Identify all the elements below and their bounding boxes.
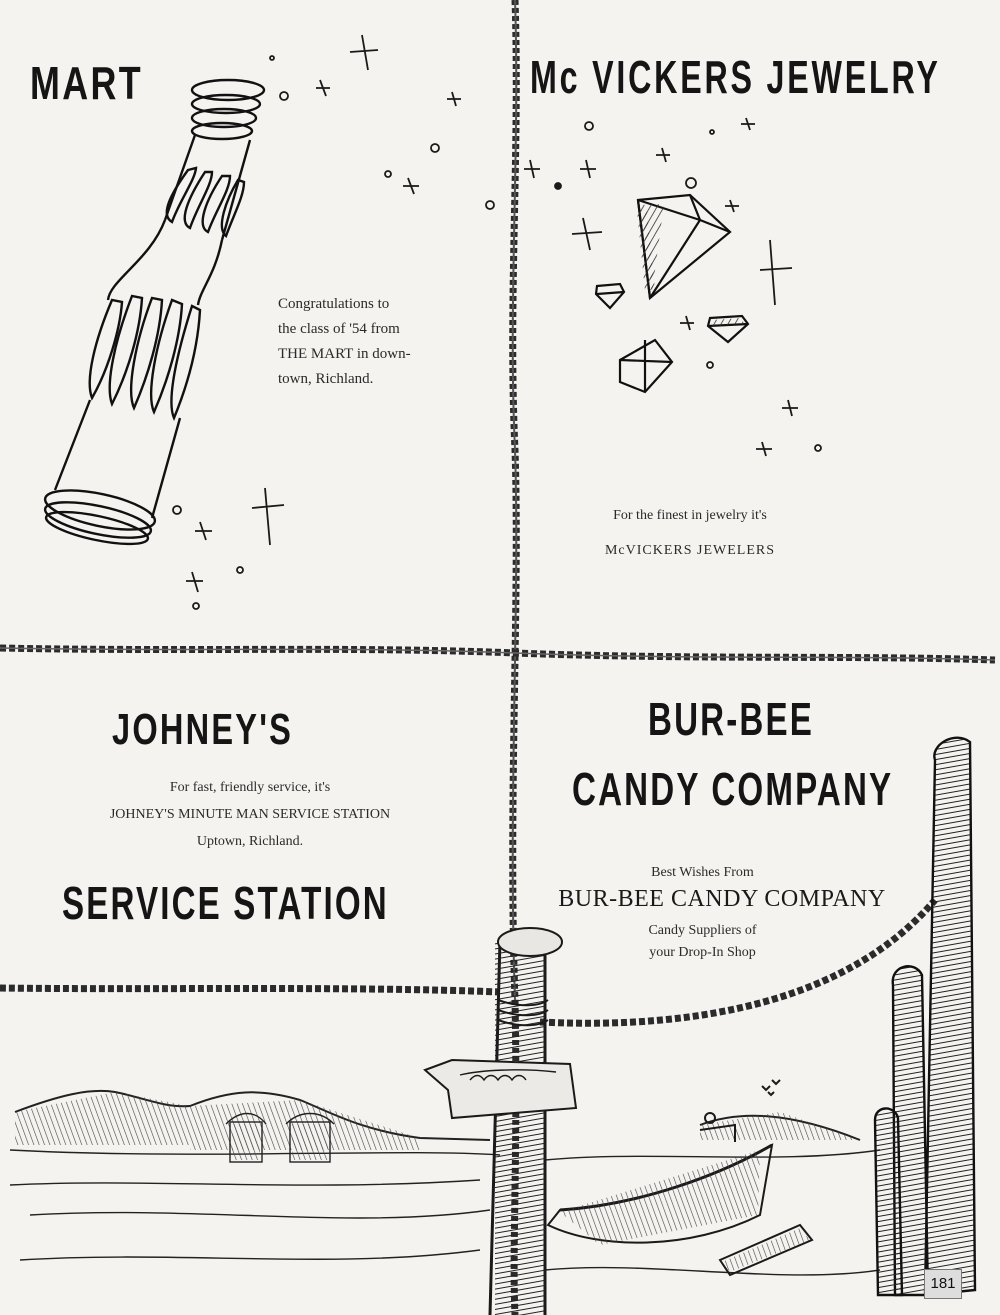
diamond-icon (594, 193, 750, 394)
johneys-message-line: Uptown, Richland. (196, 834, 304, 849)
burbee-supplier: Candy Suppliers of your Drop-In Shop (600, 920, 805, 964)
burbee-company: BUR-BEE CANDY COMPANY (558, 886, 886, 912)
johneys-message-line: JOHNEY'S MINUTE MAN SERVICE STATION (109, 807, 391, 822)
burbee-title-line2: CANDY COMPANY (572, 763, 894, 815)
soda-bottle-icon (43, 78, 266, 546)
page-number: 181 (924, 1269, 962, 1299)
johneys-subtitle: SERVICE STATION (62, 877, 389, 929)
cactus-icon (873, 736, 977, 1297)
burbee-supplier-line: your Drop-In Shop (649, 945, 756, 960)
johneys-message: For fast, friendly service, it's JOHNEY'… (40, 774, 460, 855)
signpost-icon (423, 927, 578, 1315)
mart-message: Congratulations to the class of '54 from… (278, 292, 448, 392)
burbee-title-line1: BUR-BEE (648, 693, 815, 745)
boat-icon (546, 1079, 814, 1277)
mcvickers-message: For the finest in jewelry it's McVICKERS… (560, 498, 820, 568)
sparkle-icon (172, 34, 822, 610)
mcvickers-message-line: McVICKERS JEWELERS (604, 543, 776, 558)
burbee-wishes: Best Wishes From (651, 865, 754, 880)
mart-message-line: Congratulations to (278, 296, 390, 312)
johneys-title: JOHNEY'S (112, 705, 294, 754)
mcvickers-title: Mc VICKERS JEWELRY (530, 51, 941, 103)
burbee-supplier-line: Candy Suppliers of (648, 923, 757, 938)
mart-message-line: the class of '54 from (278, 321, 400, 337)
mart-message-line: town, Richland. (278, 371, 374, 387)
mart-message-line: THE MART in down- (278, 346, 411, 362)
mcvickers-message-line: For the finest in jewelry it's (613, 508, 767, 523)
johneys-message-line: For fast, friendly service, it's (169, 780, 331, 795)
desert-landscape-icon (9, 1089, 881, 1276)
mart-title: MART (30, 57, 143, 109)
